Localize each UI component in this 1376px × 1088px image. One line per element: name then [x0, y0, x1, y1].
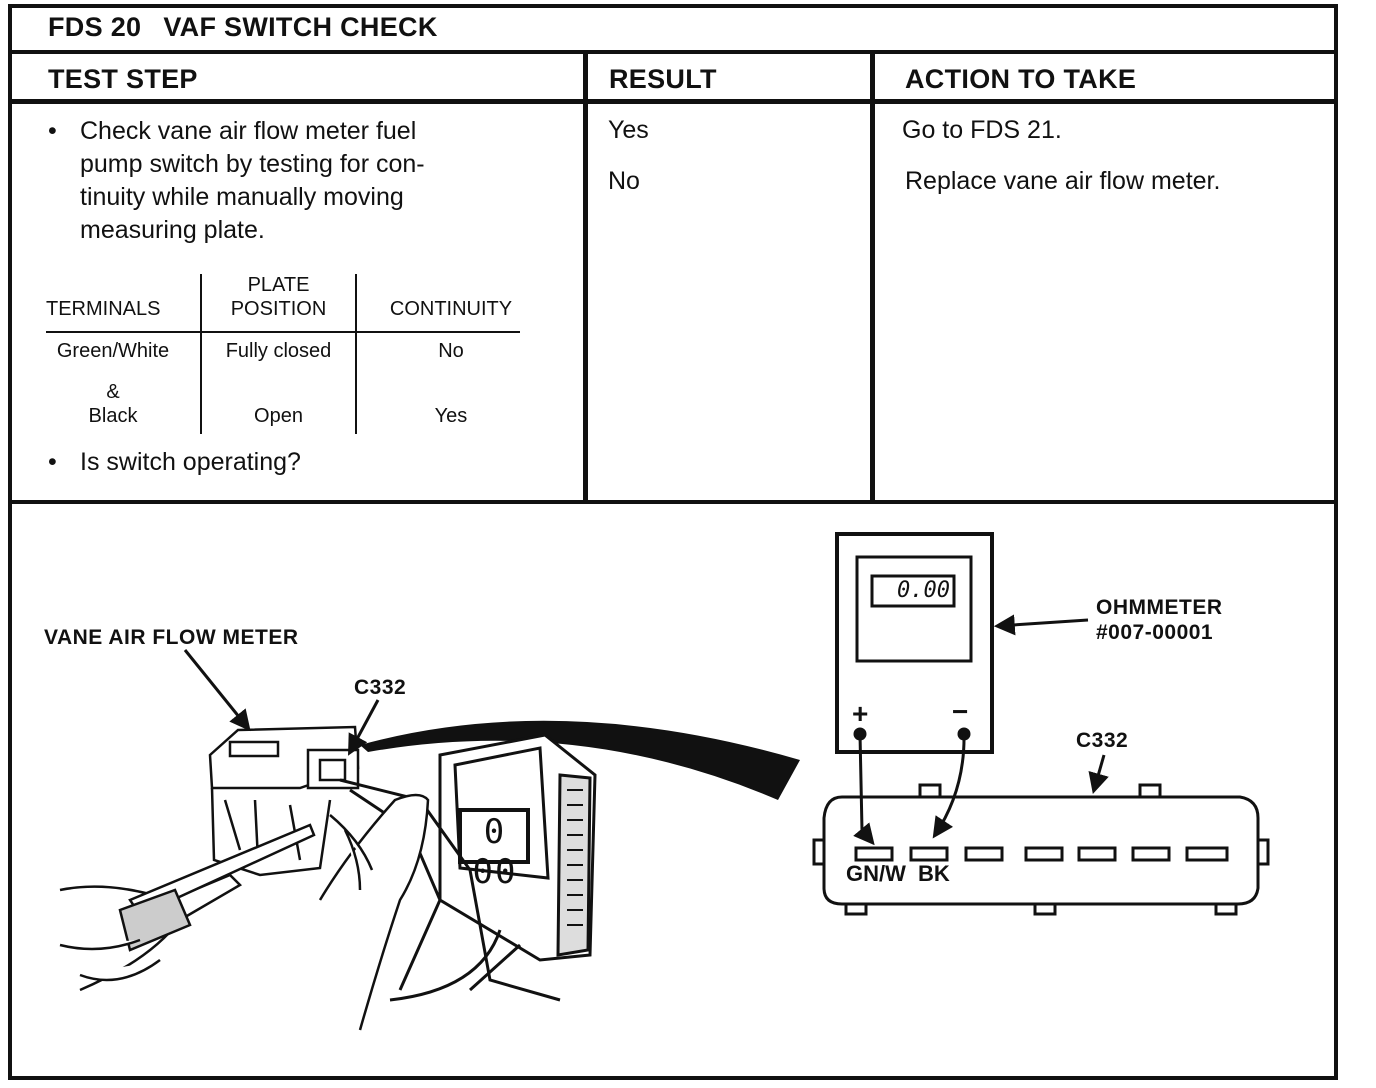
table-cell-terminal-1: Green/White: [56, 340, 170, 362]
table-header-continuity: CONTINUITY: [389, 298, 513, 320]
bullet-dot: •: [48, 448, 57, 476]
test-step-line: pump switch by testing for con-: [80, 150, 425, 178]
procedure-title: VAF SWITCH CHECK: [163, 12, 438, 42]
test-step-bullet-1: • Check vane air flow meter fuel pump sw…: [48, 115, 425, 247]
pin-label-gnw: GN/W: [846, 861, 906, 886]
column-header-divider: [8, 99, 1338, 104]
connector-c332-right-label: C332: [1076, 729, 1129, 752]
column-divider-2: [870, 50, 875, 504]
connector-c332: [812, 783, 1270, 916]
bullet-dot: •: [48, 117, 57, 145]
table-header-terminals: TERMINALS: [46, 298, 161, 320]
header-divider: [8, 50, 1338, 54]
column-header-action: ACTION TO TAKE: [905, 64, 1137, 94]
vane-label-arrow: [183, 649, 251, 732]
test-step-line: tinuity while manually moving: [80, 183, 404, 211]
table-cell-continuity-2: Yes: [434, 405, 468, 427]
table-cell-continuity-1: No: [438, 340, 464, 362]
table-header-plate: PLATE: [247, 274, 310, 296]
handheld-display-reading: 0 00: [472, 812, 518, 892]
table-cell-terminal-amp: &: [106, 381, 120, 403]
result-no: No: [608, 167, 640, 195]
procedure-code: FDS 20: [48, 12, 142, 42]
c332-right-arrow: [1088, 754, 1109, 795]
page-frame: [8, 4, 1338, 1080]
column-divider-1: [583, 50, 588, 504]
ohmmeter-label-arrow: [993, 614, 1089, 636]
vane-air-flow-meter: [208, 725, 360, 877]
view-transition-sweep: [360, 720, 800, 800]
connector-c332-left-label: C332: [354, 676, 407, 699]
table-header-rule: [46, 331, 520, 333]
pin-label-bk: BK: [918, 861, 950, 886]
column-header-test-step: TEST STEP: [48, 64, 198, 94]
negative-terminal: −: [952, 696, 969, 727]
table-header-position: POSITION: [230, 298, 327, 320]
probe-wires: [853, 727, 971, 846]
table-divider-2: [355, 274, 357, 434]
vane-air-flow-meter-label: VANE AIR FLOW METER: [44, 626, 299, 649]
test-step-bullet-2: • Is switch operating?: [48, 446, 301, 479]
action-yes: Go to FDS 21.: [902, 116, 1062, 144]
handheld-ohmmeter: [438, 733, 597, 962]
result-yes: Yes: [608, 116, 649, 144]
test-step-question: Is switch operating?: [80, 448, 301, 476]
action-no: Replace vane air flow meter.: [905, 167, 1221, 195]
positive-terminal: +: [852, 698, 869, 729]
table-cell-position-2: Open: [254, 405, 303, 427]
table-cell-position-1: Fully closed: [225, 340, 332, 362]
page-title: FDS 20 VAF SWITCH CHECK: [48, 12, 438, 43]
ohmmeter-part-number: #007-00001: [1096, 621, 1214, 644]
bench-ohmmeter: [835, 532, 994, 754]
test-leads: [339, 778, 561, 1002]
screwdriver-and-hands: [59, 793, 430, 1031]
test-step-line: Check vane air flow meter fuel: [80, 117, 417, 145]
figure-divider: [8, 500, 1338, 504]
table-divider-1: [200, 274, 202, 434]
ohmmeter-label: OHMMETER: [1096, 596, 1223, 619]
table-cell-terminal-2: Black: [88, 405, 138, 427]
ohmmeter-display-reading: 0.00: [897, 578, 950, 603]
c332-left-arrow: [348, 699, 380, 756]
column-header-result: RESULT: [609, 64, 717, 94]
test-step-line: measuring plate.: [80, 216, 265, 244]
